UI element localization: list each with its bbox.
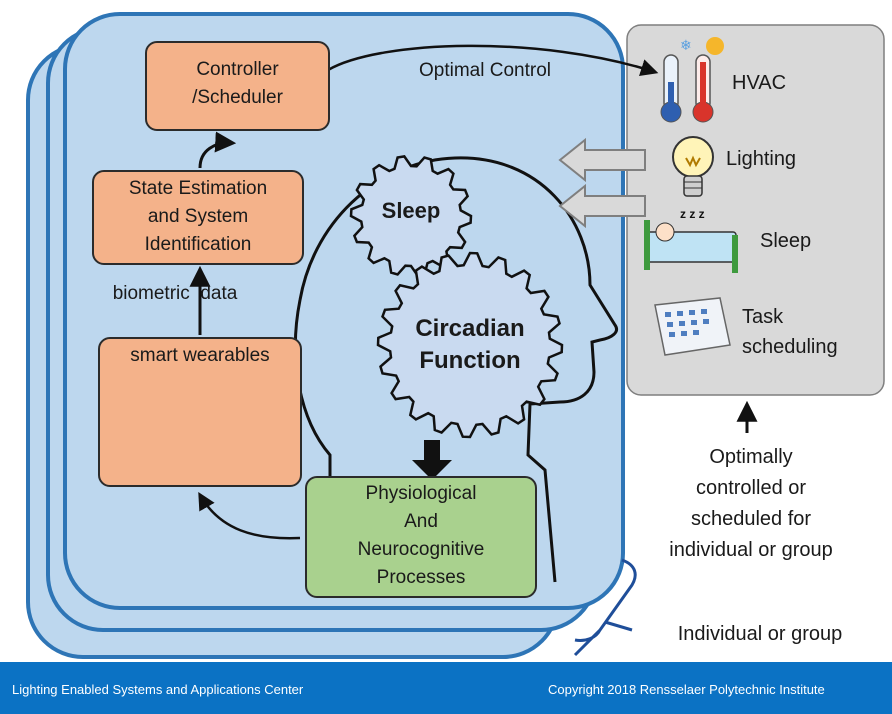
head-silhouette bbox=[293, 156, 618, 583]
state-to-controller-arrow bbox=[198, 131, 237, 169]
optimal-control-arrow bbox=[327, 44, 659, 77]
footer-copyright-label: Copyright 2018 Rensselaer Polytechnic In… bbox=[548, 682, 825, 697]
svg-text:❄: ❄ bbox=[680, 37, 692, 53]
sleep-input-arrow bbox=[558, 183, 646, 229]
smart-wearables-label: smart wearables bbox=[130, 345, 270, 366]
controller-scheduler-label: Controller /Scheduler bbox=[192, 59, 283, 108]
sleep-label: Sleep bbox=[760, 230, 812, 252]
circadian-gear-icon bbox=[376, 251, 564, 439]
optimally-controlled-label: Optimally controlled or scheduled for in… bbox=[669, 446, 833, 561]
sleep-gear-label: Sleep bbox=[381, 198, 441, 223]
individual-or-group-label: Individual or group bbox=[677, 623, 843, 645]
physiological-box bbox=[305, 476, 537, 598]
hvac-thermometer-icon: ❄ bbox=[660, 37, 724, 123]
gear-to-physiology-arrow bbox=[412, 440, 452, 480]
group-bracket bbox=[573, 558, 637, 657]
sleeping-bed-icon: z z z bbox=[644, 207, 738, 273]
hvac-label: HVAC bbox=[732, 72, 787, 94]
optimal-control-label: Optimal Control bbox=[419, 60, 551, 81]
smart-wearables-box bbox=[98, 337, 302, 487]
svg-text:z z z: z z z bbox=[680, 207, 705, 221]
footer-bar: Lighting Enabled Systems and Application… bbox=[0, 662, 892, 714]
footer-org-label: Lighting Enabled Systems and Application… bbox=[12, 682, 304, 697]
controller-scheduler-box bbox=[145, 41, 330, 131]
circadian-gear-label: Circadian Function bbox=[415, 315, 525, 374]
calendar-icon bbox=[654, 297, 731, 356]
biometric-data-label: biometric data bbox=[112, 283, 238, 304]
physiological-label: Physiological And Neurocognitive Process… bbox=[357, 483, 485, 588]
lighting-input-arrow bbox=[558, 137, 646, 183]
physiology-to-wearables-arrow bbox=[198, 491, 301, 540]
state-estimation-box bbox=[92, 170, 304, 265]
lightbulb-icon bbox=[672, 136, 714, 197]
state-estimation-label: State Estimation and System Identificati… bbox=[128, 178, 268, 255]
task-scheduling-label: Task scheduling bbox=[742, 306, 838, 358]
lighting-label: Lighting bbox=[726, 148, 797, 170]
